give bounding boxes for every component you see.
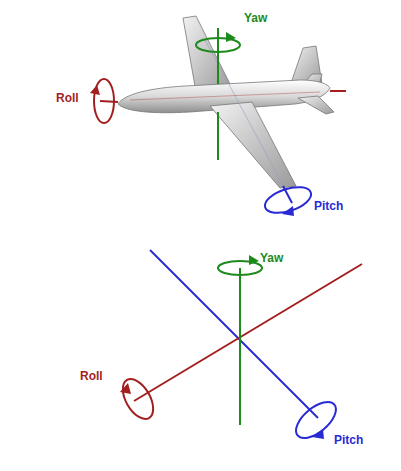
axis-label: Roll — [56, 92, 79, 104]
axis-label: Roll — [80, 370, 103, 382]
axis-label: Yaw — [260, 252, 283, 264]
axis-label: Pitch — [334, 434, 363, 446]
airplane — [118, 16, 334, 188]
axis-label: Yaw — [244, 12, 267, 24]
axis-label: Pitch — [314, 200, 343, 212]
